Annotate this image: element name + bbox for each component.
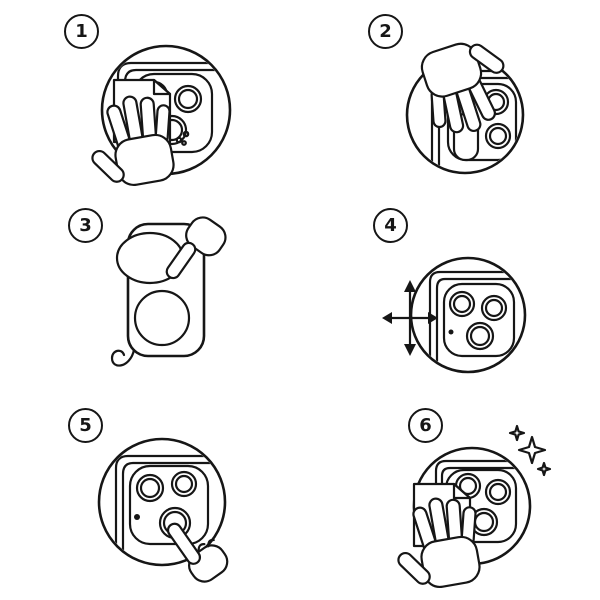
step-3-illustration (110, 216, 227, 367)
step-5-illustration (97, 437, 229, 583)
step-number: 4 (384, 215, 397, 236)
folded-corner (152, 78, 172, 96)
hand-icon (397, 497, 481, 589)
camera-plate (442, 282, 516, 358)
hand-icon (91, 95, 175, 187)
phone-edge (428, 270, 522, 371)
index-finger (166, 522, 202, 565)
lens-icon (170, 470, 198, 498)
camera-plate (128, 464, 210, 546)
step-2-illustration (405, 42, 525, 175)
step-number: 1 (75, 21, 88, 42)
step-4-illustration (382, 256, 527, 374)
step-number: 6 (419, 415, 432, 436)
flash-dot (134, 514, 140, 520)
hand-icon (420, 42, 505, 134)
step-5-number-badge: 5 (68, 408, 103, 443)
phone-edge (434, 459, 527, 563)
step-number: 5 (79, 415, 92, 436)
move-arrows-icon (382, 280, 438, 356)
step-3-number-badge: 3 (68, 208, 103, 243)
step-2-number-badge: 2 (368, 14, 403, 49)
camera-module (114, 454, 224, 564)
step-1-illustration (91, 44, 232, 187)
lens-icon (480, 294, 508, 322)
step-4-number-badge: 4 (373, 208, 408, 243)
pointing-hand-icon (165, 216, 227, 280)
lens-icon (465, 321, 495, 351)
knuckle (207, 538, 215, 548)
sparkles-icon (508, 424, 552, 477)
step-number: 3 (79, 215, 92, 236)
flash-dot (448, 329, 454, 335)
lens-icon (135, 473, 165, 503)
folded-corner (452, 482, 472, 500)
step-6-number-badge: 6 (408, 408, 443, 443)
lens-icon (448, 290, 476, 318)
lens-icon (173, 84, 203, 114)
dirt-specks (175, 136, 183, 144)
knuckle (197, 543, 206, 553)
phone-edge (114, 454, 224, 564)
step-1-number-badge: 1 (64, 14, 99, 49)
lens-icon (484, 122, 512, 150)
protector-disc-icon (133, 289, 191, 347)
pressing-hand-icon (166, 522, 229, 583)
camera-module (428, 270, 522, 371)
step-6-illustration (397, 424, 552, 589)
step-number: 2 (379, 21, 392, 42)
peel-tail (110, 348, 136, 367)
lens-icon (484, 478, 512, 506)
